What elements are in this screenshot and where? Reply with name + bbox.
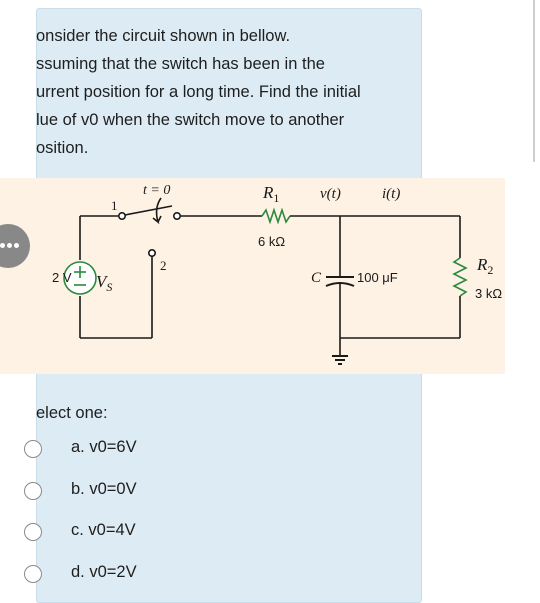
resistor-r2 xyxy=(452,257,468,297)
r2-name: R2 xyxy=(476,255,493,277)
answer-option-a[interactable]: a. v0=6V xyxy=(0,428,300,468)
circuit-figure: t = 0 1 2 R1 v(t) i(t) C VS R2 6 kΩ 100 … xyxy=(0,178,505,374)
radio-button[interactable] xyxy=(24,440,42,458)
switch-common xyxy=(173,211,182,220)
option-label[interactable]: a. v0=6V xyxy=(71,438,137,456)
switch-blade xyxy=(124,205,173,216)
option-label[interactable]: c. v0=4V xyxy=(71,521,136,539)
r1-name: R1 xyxy=(262,183,279,205)
dot-icon xyxy=(7,243,12,248)
question-line: lue of v0 when the switch move to anothe… xyxy=(36,111,345,129)
question-line: onsider the circuit shown in bellow. xyxy=(36,27,291,45)
capacitor-name: C xyxy=(311,270,322,286)
switch-contact-1 xyxy=(118,211,127,220)
dot-icon xyxy=(0,243,5,248)
capacitor-plate xyxy=(325,282,355,287)
option-label[interactable]: b. v0=0V xyxy=(71,480,137,498)
node-1-label: 1 xyxy=(111,198,118,213)
switch-time-label: t = 0 xyxy=(143,183,170,198)
answer-option-b[interactable]: b. v0=0V xyxy=(0,470,300,510)
scroll-edge xyxy=(533,0,535,162)
switch-arrow xyxy=(152,197,162,225)
radio-button[interactable] xyxy=(24,565,42,583)
select-one-label: elect one: xyxy=(36,404,108,422)
question-line: urrent position for a long time. Find th… xyxy=(36,83,361,101)
r1-value: 6 kΩ xyxy=(258,234,285,249)
source-value: 2 V xyxy=(52,270,72,285)
circuit-diagram: t = 0 1 2 R1 v(t) i(t) C VS R2 6 kΩ 100 … xyxy=(52,183,502,365)
switch-contact-2 xyxy=(148,249,157,258)
radio-button[interactable] xyxy=(24,523,42,541)
question-text: onsider the circuit shown in bellow. ssu… xyxy=(0,22,400,162)
voltage-label: v(t) xyxy=(320,186,341,202)
dot-icon xyxy=(14,243,19,248)
resistor-r1 xyxy=(261,207,291,225)
current-label: i(t) xyxy=(382,186,400,202)
r2-value: 3 kΩ xyxy=(475,286,502,301)
capacitor-value: 100 μF xyxy=(357,270,398,285)
option-label[interactable]: d. v0=2V xyxy=(71,563,137,581)
answer-option-c[interactable]: c. v0=4V xyxy=(0,511,300,551)
question-line: osition. xyxy=(36,139,89,157)
answer-option-d[interactable]: d. v0=2V xyxy=(0,553,300,593)
question-line: ssuming that the switch has been in the xyxy=(36,55,325,73)
radio-button[interactable] xyxy=(24,482,42,500)
source-name: VS xyxy=(96,272,112,294)
node-2-label: 2 xyxy=(160,258,167,273)
